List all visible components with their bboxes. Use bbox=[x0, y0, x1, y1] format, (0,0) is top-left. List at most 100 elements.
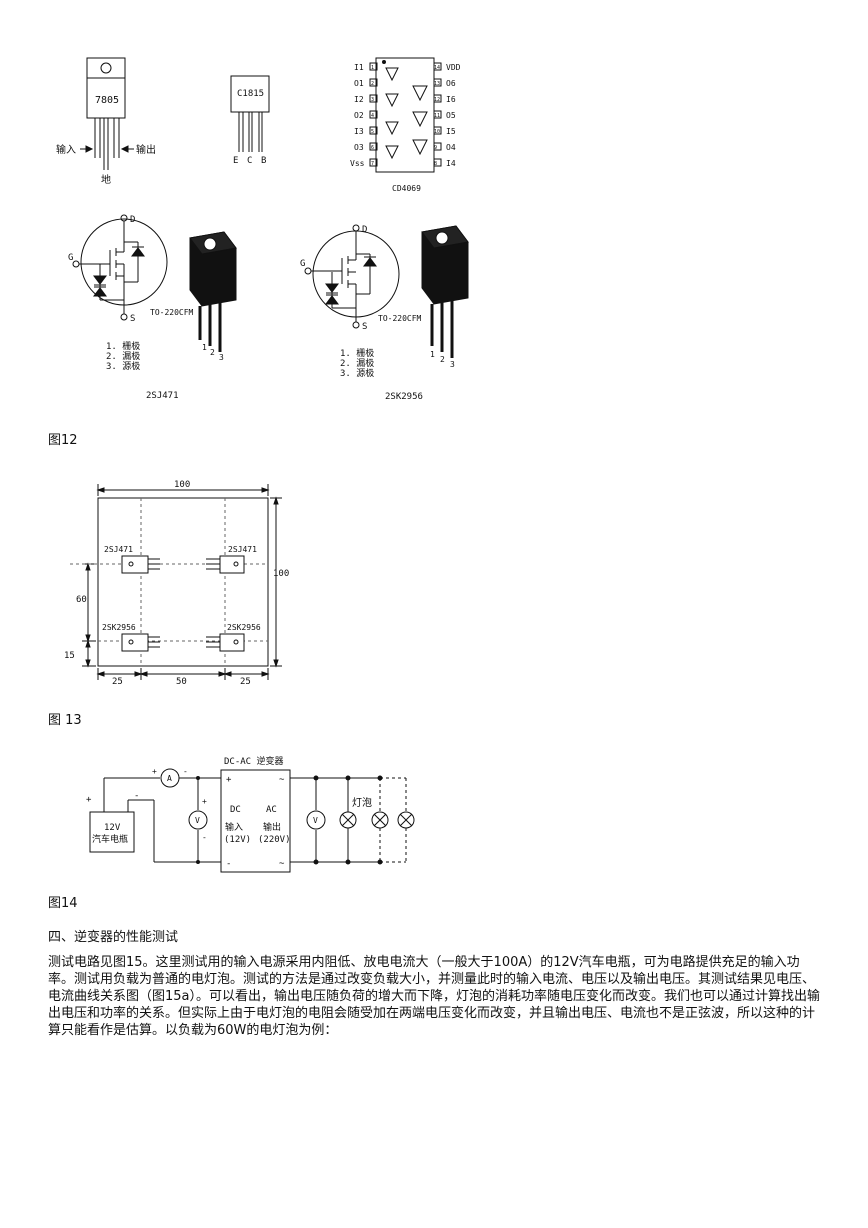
c1815-pin-e: E bbox=[233, 156, 238, 166]
cd4069-pin-right-number: 9 bbox=[434, 145, 437, 151]
ac-voltmeter-label: V bbox=[313, 816, 318, 825]
cd4069-pin-left-number: 2 bbox=[371, 81, 374, 87]
ammeter-plus: + bbox=[152, 767, 157, 776]
cd4069-pin-right bbox=[433, 142, 442, 151]
mos2-name: 2SK2956 bbox=[385, 392, 423, 402]
inverter-tilde-top: ~ bbox=[279, 775, 285, 785]
mos2-g: G bbox=[300, 259, 305, 269]
dim-top: 100 bbox=[174, 480, 190, 490]
dim-bottom-25a: 25 bbox=[112, 677, 123, 687]
cd4069-pin-left-label: Vss bbox=[350, 159, 365, 168]
inverter-ac: AC bbox=[266, 805, 277, 815]
cd4069-pin-right-number: 14 bbox=[434, 65, 440, 71]
ic-7805-in: 输入 bbox=[56, 143, 76, 156]
cd4069-pin-right-label: O6 bbox=[446, 79, 456, 88]
mos1-pin2: 2 bbox=[210, 348, 215, 357]
mos1-pin3: 3 bbox=[219, 353, 224, 362]
cd4069-pin-right bbox=[433, 62, 442, 71]
cd4069-pin-right-label: I5 bbox=[446, 127, 456, 136]
dim-left-60: 60 bbox=[76, 595, 87, 605]
inverter-title: DC-AC 逆变器 bbox=[224, 755, 284, 767]
c1815-pin-b: B bbox=[261, 156, 266, 166]
mos1-s: S bbox=[130, 314, 135, 324]
inverter-out: 输出 bbox=[263, 821, 281, 833]
cd4069-pin-right-number: 10 bbox=[434, 129, 440, 135]
figure-13-caption: 图 13 bbox=[48, 713, 82, 728]
mos2-pkg: TO-220CFM bbox=[378, 314, 422, 323]
cd4069-pin-left bbox=[369, 126, 378, 135]
cd4069-pin-right bbox=[433, 126, 442, 135]
cd4069-pin-left bbox=[369, 62, 378, 71]
transistor-c1815 bbox=[230, 75, 270, 152]
mos2-pin2: 2 bbox=[440, 355, 445, 364]
dim-right: 100 bbox=[273, 569, 289, 579]
inverter-out-v: (220V) bbox=[258, 835, 291, 845]
cd4069-pin-right-label: VDD bbox=[446, 63, 461, 72]
battery-12v: 12V bbox=[104, 823, 121, 833]
cd4069-pin-right-number: 8 bbox=[434, 161, 437, 167]
cd4069-pin-right bbox=[433, 94, 442, 103]
inverter-plus: + bbox=[226, 775, 232, 785]
cd4069-pin-left-label: I2 bbox=[354, 95, 364, 104]
c1815-pin-c: C bbox=[247, 156, 252, 166]
figure-13: 100 100 60 15 25 50 25 2SJ471 2SJ471 2SK… bbox=[64, 480, 289, 687]
mos2-legend-3: 3. 源极 bbox=[340, 367, 374, 379]
cd4069-pin-right-number: 13 bbox=[434, 81, 440, 87]
ammeter-label: A bbox=[167, 774, 172, 783]
cd4069-pin-left-number: 1 bbox=[371, 65, 374, 71]
mos2-legend-1: 1. 栅极 bbox=[340, 347, 374, 359]
cd4069-pin-left bbox=[369, 158, 378, 167]
mos2-legend-2: 2. 漏极 bbox=[340, 357, 374, 369]
cd4069-pin-right-number: 12 bbox=[434, 97, 440, 103]
mos1-legend-3: 3. 源极 bbox=[106, 360, 140, 372]
cd4069-pin-left-number: 4 bbox=[371, 113, 374, 119]
cd4069-pin-right bbox=[433, 78, 442, 87]
cd4069-pin-right bbox=[433, 158, 442, 167]
cd4069-pin-left-number: 3 bbox=[371, 97, 374, 103]
ic-7805 bbox=[80, 57, 134, 170]
cd4069-pin-left-label: I3 bbox=[354, 127, 364, 136]
dim-bottom-50: 50 bbox=[176, 677, 187, 687]
part-2sk2956-left: 2SK2956 bbox=[102, 623, 136, 632]
cd4069-pin-right-label: I6 bbox=[446, 95, 456, 104]
cd4069-pin-left-label: O2 bbox=[354, 111, 364, 120]
ic-7805-out: 输出 bbox=[136, 143, 156, 156]
cd4069-pin-left-label: O3 bbox=[354, 143, 364, 152]
mos1-legend-2: 2. 漏极 bbox=[106, 350, 140, 362]
inverter-dc: DC bbox=[230, 805, 241, 815]
cd4069-pin-left-number: 7 bbox=[371, 161, 374, 167]
mosfet-2sj471-symbol bbox=[72, 214, 168, 321]
ic-7805-label: 7805 bbox=[95, 95, 119, 106]
ic-cd4069 bbox=[369, 57, 442, 173]
cd4069-pin-left-number: 6 bbox=[371, 145, 374, 151]
inverter-in: 输入 bbox=[225, 821, 243, 833]
mos2-d: D bbox=[362, 225, 367, 235]
inverter-minus: - bbox=[226, 859, 231, 869]
battery-plus: + bbox=[86, 795, 92, 805]
figure-14: DC-AC 逆变器 + ~ - ~ DC AC 输入 (12V) 输出 (220… bbox=[86, 755, 415, 873]
voltmeter-label: V bbox=[195, 816, 200, 825]
voltmeter-plus: + bbox=[202, 797, 207, 806]
ic-7805-gnd: 地 bbox=[101, 173, 111, 186]
mos1-legend-1: 1. 栅极 bbox=[106, 340, 140, 352]
mos2-pin3: 3 bbox=[450, 360, 455, 369]
mos1-g: G bbox=[68, 253, 73, 263]
cd4069-pin-left bbox=[369, 142, 378, 151]
section-heading: 四、逆变器的性能测试 bbox=[48, 930, 179, 945]
body-paragraph: 测试电路见图15。这里测试用的输入电源采用内阻低、放电电流大（一般大于100A）… bbox=[48, 955, 821, 1038]
battery-name: 汽车电瓶 bbox=[92, 833, 128, 845]
inverter-in-v: (12V) bbox=[224, 835, 251, 845]
bulb-label: 灯泡 bbox=[352, 796, 372, 809]
mosfet-2sk2956-package bbox=[421, 225, 469, 358]
mos1-d: D bbox=[130, 215, 135, 225]
cd4069-label: CD4069 bbox=[392, 184, 421, 193]
cd4069-pin-right bbox=[433, 110, 442, 119]
part-2sj471-right: 2SJ471 bbox=[228, 545, 257, 554]
mos1-name: 2SJ471 bbox=[146, 391, 179, 401]
inverter-tilde-bottom: ~ bbox=[279, 859, 285, 869]
dim-left-15: 15 bbox=[64, 651, 75, 661]
mos2-s: S bbox=[362, 322, 367, 332]
mos2-pin1: 1 bbox=[430, 350, 435, 359]
cd4069-pin-left bbox=[369, 94, 378, 103]
